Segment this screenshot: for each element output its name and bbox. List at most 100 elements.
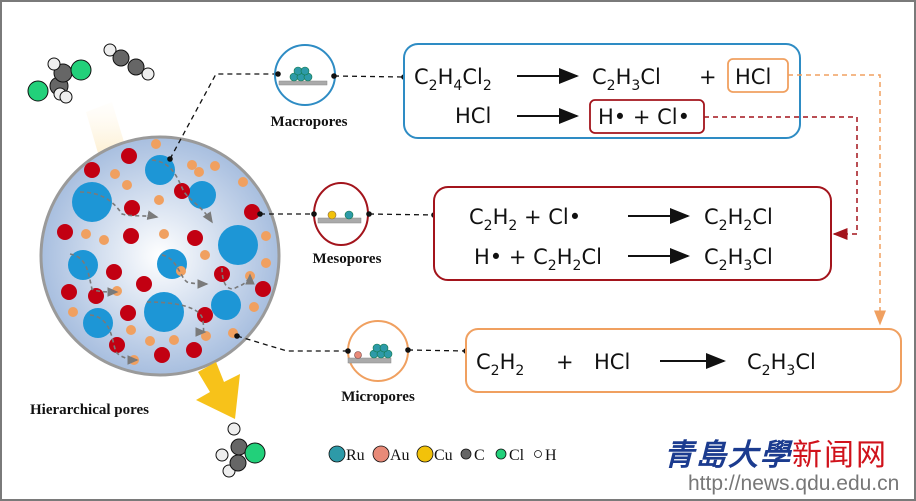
diffusion-path	[151, 159, 213, 224]
ru-atom-icon	[328, 445, 346, 463]
cu-atom-icon	[416, 445, 434, 463]
micropore	[249, 302, 259, 312]
eq-meso-2-left: H• + C2H2Cl	[474, 245, 602, 274]
mesopore-reaction-box	[433, 186, 832, 281]
mesopore	[106, 264, 122, 280]
micropore	[238, 177, 248, 187]
vinyl-chloride-molecule	[215, 422, 266, 478]
mesopores-label: Mesopores	[313, 251, 382, 267]
eq-meso-2-right: C2H3Cl	[704, 245, 773, 274]
watermark-university: 青島大學	[664, 438, 792, 473]
eq-micro-left: C2H2	[476, 350, 524, 379]
plus-sign: +	[699, 65, 717, 89]
micropore	[126, 325, 136, 335]
diffusion-path	[89, 314, 139, 365]
mesopore	[88, 288, 104, 304]
micropore	[145, 336, 155, 346]
mesopore	[255, 281, 271, 297]
mesopore	[120, 305, 136, 321]
svg-text:Cu: Cu	[434, 447, 453, 464]
svg-text:H: H	[545, 447, 557, 464]
plus-sign: +	[556, 350, 574, 374]
micropore	[210, 161, 220, 171]
mesopore	[174, 183, 190, 199]
mesopore	[154, 347, 170, 363]
mesopore	[61, 284, 77, 300]
macropore	[83, 308, 113, 338]
eq-meso-1-left: C2H2 + Cl•	[469, 205, 581, 234]
watermark-logo: 青島大學新闻网	[664, 430, 888, 474]
atom-legend: Ru Au Cu C Cl H	[328, 445, 557, 464]
svg-text:C: C	[474, 447, 485, 464]
mesopore	[244, 204, 260, 220]
mesopore	[84, 162, 100, 178]
radicals-boxed: H• + Cl•	[598, 105, 690, 129]
micropore	[112, 286, 122, 296]
cl-atom-icon	[495, 448, 507, 460]
micropores-icon	[345, 320, 411, 382]
diffusion-path	[161, 254, 209, 289]
eq-vcm: C2H3Cl	[592, 65, 661, 94]
hierarchical-pore-sphere	[39, 135, 281, 377]
eq-micro-hcl: HCl	[594, 350, 630, 374]
svg-text:Au: Au	[390, 447, 410, 464]
micropore	[187, 160, 197, 170]
eq-dce: C2H4Cl2	[414, 65, 492, 94]
macropore-reaction-box	[403, 43, 801, 139]
mesopore	[123, 228, 139, 244]
svg-text:Cl: Cl	[509, 447, 525, 464]
au-atom-icon	[372, 445, 390, 463]
diffusion-path	[146, 301, 207, 337]
micropore	[151, 139, 161, 149]
micropore	[169, 335, 179, 345]
outflow-arrow	[196, 362, 240, 419]
radical-flow-connector	[704, 116, 858, 240]
diffusion-path	[79, 191, 159, 220]
micropore	[122, 180, 132, 190]
macro-leader	[169, 73, 278, 160]
macropore	[144, 292, 184, 332]
micropore	[154, 195, 164, 205]
mesopore	[136, 276, 152, 292]
hcl-flow-connector	[788, 74, 886, 326]
micropore	[261, 258, 271, 268]
macropores-icon	[274, 44, 337, 106]
micropores-label: Micropores	[341, 389, 415, 405]
mesopore	[187, 230, 203, 246]
macropore	[72, 182, 112, 222]
h-atom-icon	[534, 450, 542, 458]
micropore	[81, 229, 91, 239]
micropore	[110, 169, 120, 179]
mesopore	[214, 266, 230, 282]
micropore	[261, 231, 271, 241]
eq-micro-right: C2H3Cl	[747, 350, 816, 379]
micropore	[200, 250, 210, 260]
macropore	[68, 250, 98, 280]
micropore	[201, 331, 211, 341]
dichloroethane-molecule	[27, 57, 92, 104]
mesopore	[109, 337, 125, 353]
diffusion-path	[221, 267, 255, 290]
macropore	[218, 225, 258, 265]
acetylene-molecule	[103, 43, 155, 81]
watermark-news: 新闻网	[792, 438, 888, 473]
hcl-boxed: HCl	[735, 65, 771, 89]
mesopore	[121, 148, 137, 164]
micropore	[159, 229, 169, 239]
hierarchical-pores-label: Hierarchical pores	[30, 402, 149, 418]
micropore	[245, 271, 255, 281]
watermark-url: http://news.qdu.edu.cn	[688, 472, 900, 495]
c-atom-icon	[460, 448, 472, 460]
diffusion-path	[69, 253, 119, 297]
micropore	[68, 307, 78, 317]
macropore	[188, 181, 216, 209]
mesopore	[57, 224, 73, 240]
micropore	[194, 167, 204, 177]
svg-text:Ru: Ru	[346, 447, 365, 464]
macropore	[145, 155, 175, 185]
eq-meso-1-right: C2H2Cl	[704, 205, 773, 234]
mesopore	[186, 342, 202, 358]
mesopore	[124, 200, 140, 216]
